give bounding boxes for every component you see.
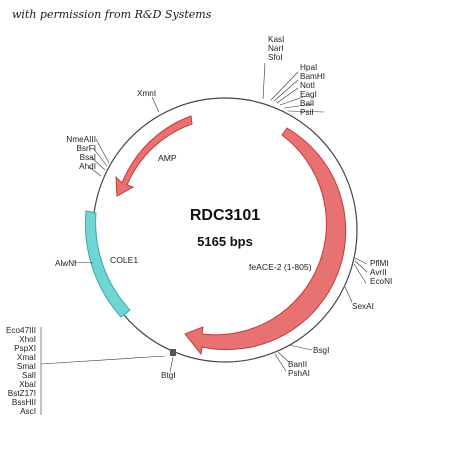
site-label-btgi: BtgI (161, 371, 176, 380)
site-xmni: XmnI (137, 89, 156, 98)
site-bsgi: BsgI (313, 346, 329, 355)
site-label-xmai: XmaI (17, 353, 36, 362)
amp-feature-arrow (115, 115, 193, 197)
site-label-sfoi: SfoI (268, 53, 283, 62)
site-label-nmeaiii: NmeAIII (66, 135, 96, 144)
plasmid-name: RDC3101 (190, 207, 260, 224)
permission-credit: with permission from R&D Systems (12, 8, 212, 21)
site-sexai: SexAI (352, 302, 374, 311)
plasmid-size: 5165 bps (197, 234, 253, 249)
site-label-smai: SmaI (17, 362, 36, 371)
amp-label: AMP (158, 153, 177, 163)
btgi-site-marker (170, 349, 176, 356)
site-label-eco47iii: Eco47III (6, 326, 36, 335)
site-label-econi: EcoNI (370, 277, 392, 286)
cole1-label: COLE1 (110, 255, 138, 265)
site-label-bstz17i: BstZ17I (8, 389, 36, 398)
site-label-ahdi: AhdI (79, 162, 96, 171)
site-label-bsrfi: BsrFI (76, 144, 96, 153)
cole1-feature-band (84, 210, 131, 318)
plasmid-backbone (92, 97, 358, 363)
site-label-bsshii: BssHII (12, 398, 36, 407)
site-label-eagi: EagI (300, 90, 317, 99)
site-label-xmni: XmnI (137, 89, 156, 98)
site-label-pshai: PshAI (288, 369, 310, 378)
feace2-label: feACE-2 (1-805) (249, 262, 312, 272)
site-leader-lines (40, 62, 368, 415)
site-label-sexai: SexAI (352, 302, 374, 311)
site-label-noti: NotI (300, 81, 315, 90)
site-label-bsai: BsaI (80, 153, 96, 162)
site-alwni: AlwNI (55, 259, 76, 268)
site-label-asci: AscI (20, 407, 36, 416)
site-label-sali: SalI (22, 371, 36, 380)
site-label-xbai: XbaI (19, 380, 36, 389)
site-btgi: BtgI (161, 371, 176, 380)
site-label-hpai: HpaI (300, 63, 317, 72)
site-label-xhoi: XhoI (19, 335, 36, 344)
site-label-bali: BalI (300, 99, 314, 108)
site-label-banii: BanII (288, 360, 307, 369)
site-label-avrii: AvrII (370, 268, 387, 277)
site-label-psii: PsiI (300, 108, 314, 117)
site-label-alwni: AlwNI (55, 259, 76, 268)
feace2-feature-arrow (184, 127, 347, 356)
site-label-pspxi: PspXI (14, 344, 36, 353)
site-label-pflmi: PflMI (370, 259, 389, 268)
site-label-bamhi: BamHI (300, 72, 325, 81)
site-label-kasi: KasI (268, 35, 284, 44)
site-label-nari: NarI (268, 44, 283, 53)
site-label-bsgi: BsgI (313, 346, 329, 355)
